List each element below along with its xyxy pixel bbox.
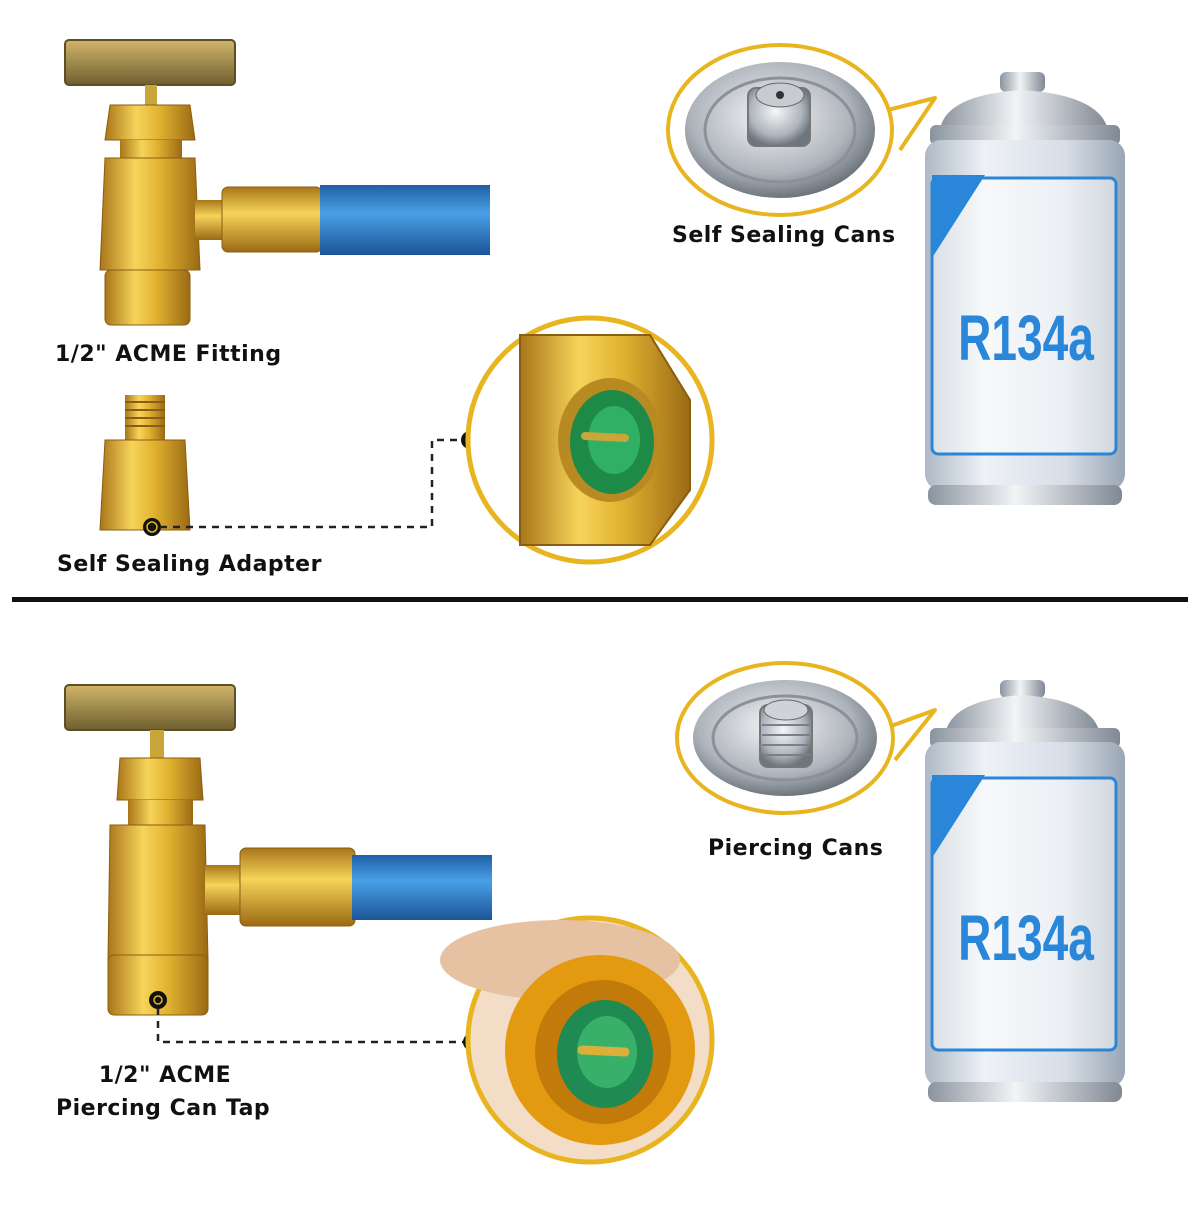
piercing-can-closeup xyxy=(675,661,937,815)
adapter-label: Self Sealing Adapter xyxy=(57,552,322,577)
tap-label-line2: Piercing Can Tap xyxy=(56,1096,271,1121)
section-divider xyxy=(12,597,1188,602)
can-text-bottom: R134a xyxy=(958,903,1095,974)
self-sealing-adapter xyxy=(99,395,191,536)
acme-fitting-top xyxy=(64,39,490,326)
tap-label-line1: 1/2" ACME xyxy=(98,1063,232,1088)
acme-piercing-tap xyxy=(64,684,492,1016)
r134a-can-piercing: R134a xyxy=(925,680,1125,1102)
piercing-cans-label: Piercing Cans xyxy=(708,836,884,861)
adapter-closeup xyxy=(465,315,715,565)
can-top-closeup xyxy=(666,43,937,217)
r134a-can-self-sealing: R134a xyxy=(925,72,1125,505)
can-text: R134a xyxy=(958,303,1095,374)
self-sealing-cans-label: Self Sealing Cans xyxy=(672,223,896,248)
acme-fitting-label: 1/2" ACME Fitting xyxy=(55,342,282,367)
tap-closeup xyxy=(440,915,715,1165)
connector-line xyxy=(160,438,470,529)
